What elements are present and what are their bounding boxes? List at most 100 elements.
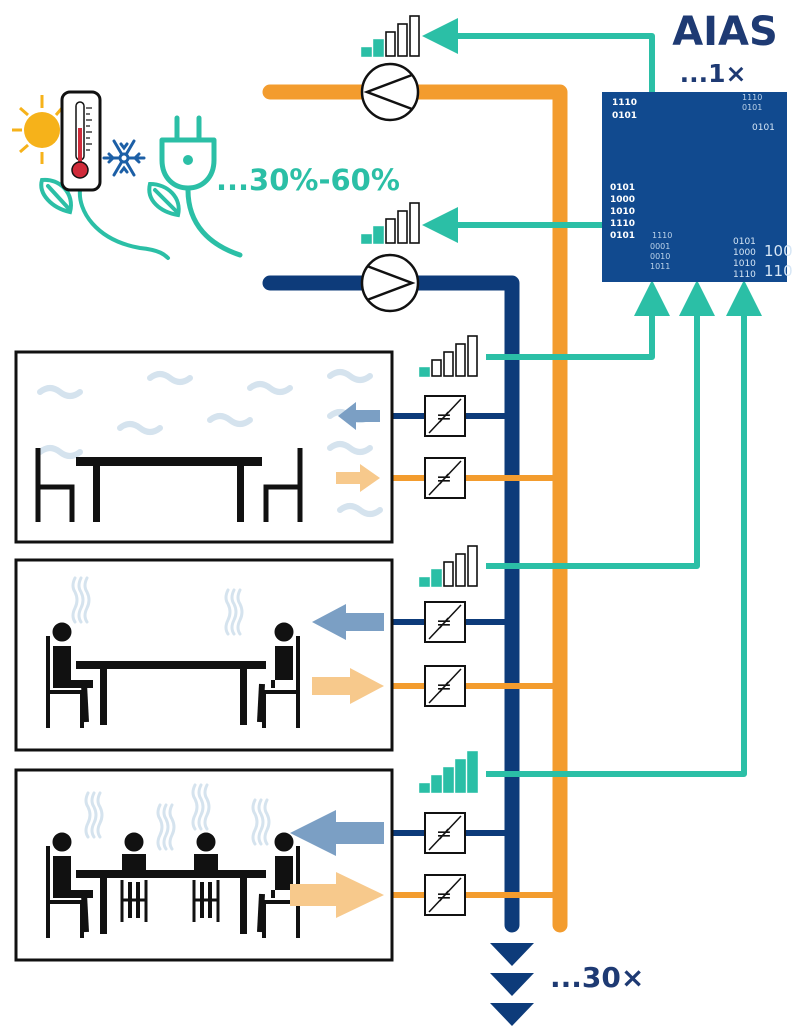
signal-lines (422, 18, 762, 777)
cool-air-arrow-room-1 (338, 402, 380, 430)
valve-symbol: ≠ (424, 874, 466, 916)
svg-text:1011: 1011 (650, 262, 670, 271)
air-flow-arrows (290, 402, 384, 918)
signal-bar (467, 751, 478, 793)
heat-wave (191, 783, 199, 831)
dining-table (76, 870, 266, 934)
heat-wave (90, 791, 98, 839)
signal-bar (373, 39, 384, 57)
heat-wave (251, 798, 259, 846)
svg-text:1110: 1110 (733, 270, 756, 280)
svg-text:1000: 1000 (733, 248, 756, 258)
signal-bar (419, 577, 430, 587)
svg-text:0001: 0001 (650, 242, 670, 251)
mist-wave (327, 369, 373, 383)
heat-wave (162, 803, 170, 851)
heat-wave (203, 783, 211, 831)
valve-symbol-text: ≠ (436, 468, 452, 490)
svg-text:1010: 1010 (733, 259, 756, 269)
heat-waves (71, 576, 271, 851)
person-icon (257, 832, 300, 938)
signal-bar (409, 15, 420, 57)
mist-wave (37, 385, 83, 399)
controller-count: ...1× (680, 59, 747, 88)
signal-bar (409, 202, 420, 244)
thermometer-icon (60, 90, 102, 192)
signal-icon-room-3 (419, 751, 478, 793)
binary-right: 0101 1000 1010 1110 0101 100 110 (733, 123, 793, 280)
signal-bar (467, 545, 478, 587)
signal-bar (431, 569, 442, 587)
empty-chair-right (263, 448, 303, 522)
savings-label: ...30%-60% (216, 163, 400, 197)
svg-text:0101: 0101 (733, 237, 756, 247)
signal-bar (385, 218, 396, 244)
heat-wave (236, 588, 244, 636)
signal-icon-room-2 (419, 545, 478, 587)
pump-cold (360, 253, 420, 313)
mist-wave (247, 381, 293, 395)
heat-wave (257, 798, 265, 846)
svg-text:1110: 1110 (742, 93, 762, 102)
dining-table (76, 457, 262, 522)
signal-bar (431, 775, 442, 793)
signal-bar (397, 210, 408, 244)
heat-wave (71, 576, 79, 624)
signal-bar (455, 343, 466, 377)
person-icon (192, 832, 220, 922)
signal-bar (361, 234, 372, 244)
svg-text:1110: 1110 (610, 219, 635, 229)
valve-symbol-text: ≠ (436, 406, 452, 428)
mist-wave (207, 413, 253, 427)
valve-symbol-text: ≠ (436, 612, 452, 634)
binary-left: 1110 0101 0101 1000 1010 1110 0101 (610, 98, 637, 241)
signal-bar (419, 783, 430, 793)
signal-bar (443, 561, 454, 587)
occupants (46, 622, 300, 938)
room-1 (14, 350, 394, 544)
person-icon (257, 622, 300, 728)
pump-hot (360, 62, 420, 122)
svg-text:0101: 0101 (612, 111, 637, 121)
cool-air-arrow-room-2 (312, 604, 384, 640)
heat-wave (77, 576, 85, 624)
control-valves: ≠ ≠ ≠ ≠ ≠ ≠ (424, 395, 466, 916)
cold-water-pipe (262, 275, 520, 933)
signal-bar (431, 359, 442, 377)
signal-bar (397, 23, 408, 57)
person-icon (120, 832, 148, 922)
repeat-label: ...30× (550, 961, 644, 994)
repeat-chevrons (490, 943, 534, 1026)
mist-wave (327, 441, 373, 455)
svg-text:0101: 0101 (610, 231, 635, 241)
svg-text:1110: 1110 (652, 231, 672, 240)
heat-wave (156, 803, 164, 851)
signal-bar (419, 367, 430, 377)
signal-icon-pump-cold (361, 202, 420, 244)
signal-bar (373, 226, 384, 244)
signal-icon-pump-hot (361, 15, 420, 57)
room-2 (14, 558, 394, 752)
svg-text:0101: 0101 (610, 183, 635, 193)
warm-air-arrow-room-3 (290, 872, 384, 918)
valve-symbol-text: ≠ (436, 823, 452, 845)
svg-text:0010: 0010 (650, 252, 670, 261)
svg-text:1110: 1110 (612, 98, 637, 108)
warm-air-arrow-room-2 (312, 668, 384, 704)
right-leaf-icon (147, 181, 181, 218)
mist-wave (147, 371, 193, 385)
svg-text:100: 100 (764, 242, 793, 260)
valve-symbol: ≠ (424, 601, 466, 643)
valve-symbol: ≠ (424, 395, 466, 437)
heat-wave (197, 783, 205, 831)
snowflake-icon (102, 139, 146, 177)
mist-wave (117, 421, 163, 435)
warm-air-arrow-room-1 (336, 464, 380, 492)
valve-symbol: ≠ (424, 812, 466, 854)
valve-symbol-text: ≠ (436, 676, 452, 698)
valve-symbol: ≠ (424, 457, 466, 499)
svg-text:110: 110 (764, 262, 793, 280)
valve-symbol-text: ≠ (436, 885, 452, 907)
plug-icon (159, 115, 243, 258)
